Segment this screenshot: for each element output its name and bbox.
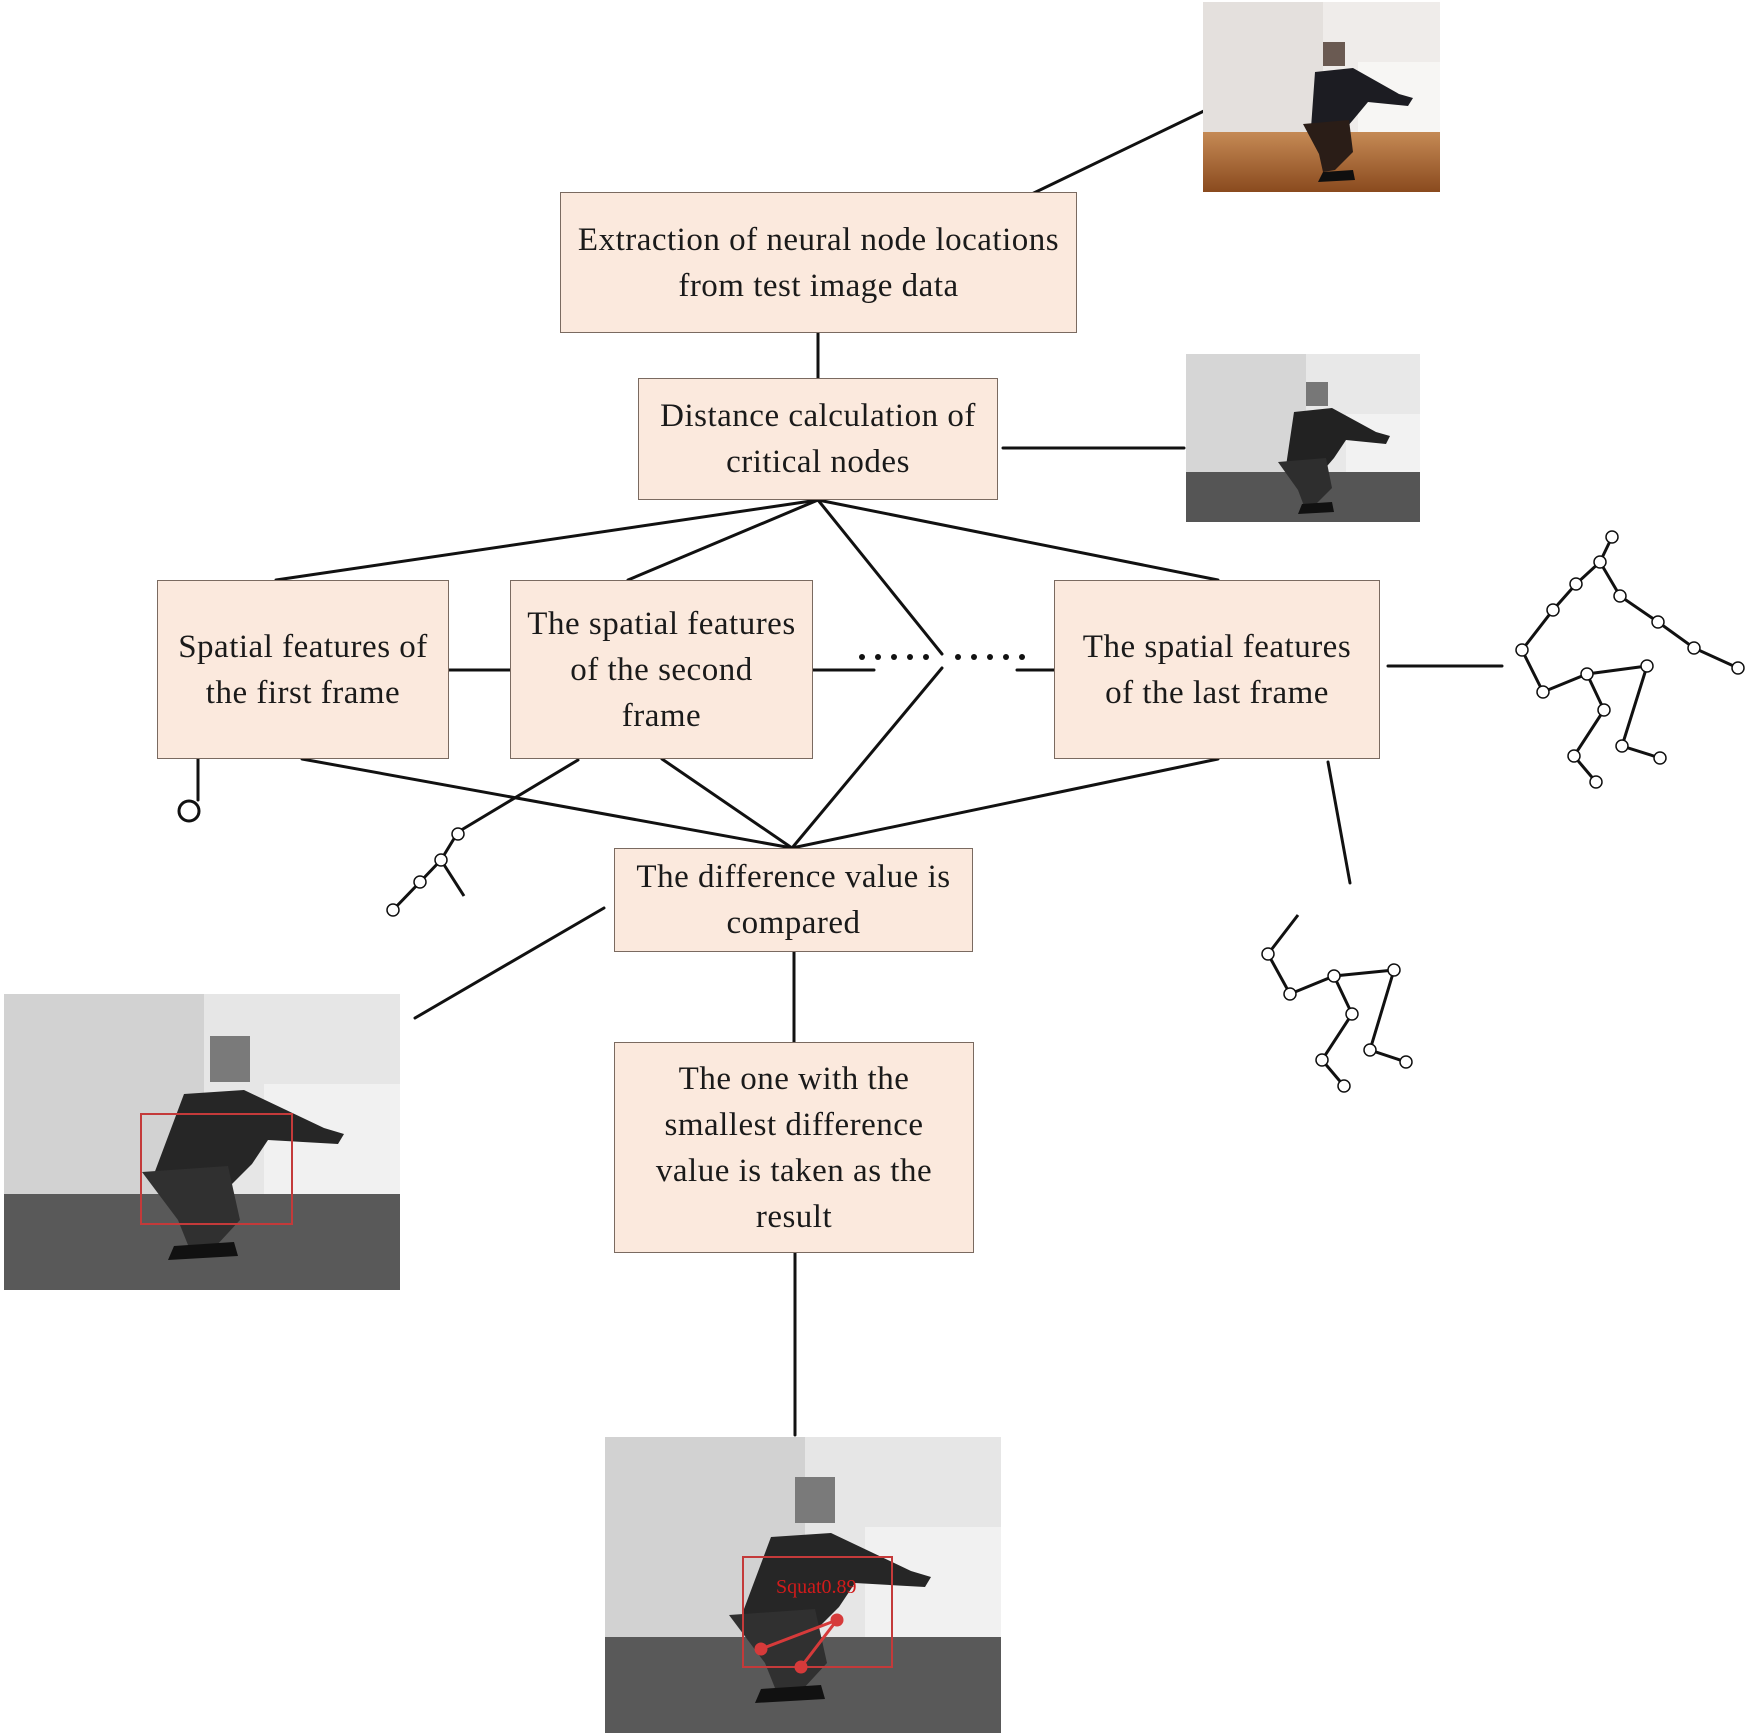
frame-last-box: The spatial features of the last frame bbox=[1054, 580, 1380, 759]
line-distance-last bbox=[816, 498, 1220, 582]
skeleton-fragment-icon bbox=[386, 827, 466, 917]
frame-first-box-text: Spatial features of the first frame bbox=[178, 628, 428, 711]
frame-first-box: Spatial features of the first frame bbox=[157, 580, 449, 759]
line-distance-dots bbox=[816, 498, 944, 656]
detection-label: Squat0.89 bbox=[776, 1576, 857, 1598]
frame-second-box: The spatial features of the second frame bbox=[510, 580, 813, 759]
line-distance-second bbox=[626, 498, 820, 582]
difference-box: The difference value is compared bbox=[614, 848, 973, 952]
distance-box: Distance calculation of critical nodes bbox=[638, 378, 998, 500]
frame-last-box-text: The spatial features of the last frame bbox=[1082, 628, 1352, 711]
skeleton-full-icon bbox=[1515, 530, 1745, 789]
ellipsis-dots bbox=[859, 654, 1025, 660]
squat-photo-gray bbox=[1186, 354, 1420, 522]
line-first-diff bbox=[300, 757, 794, 850]
result-box-text: The one with the smallest difference val… bbox=[655, 1060, 933, 1235]
line-dots-diff bbox=[790, 666, 944, 850]
stem-end-icon bbox=[177, 799, 201, 823]
line-diff-photo bbox=[413, 906, 606, 1020]
line-second-diff bbox=[660, 757, 794, 850]
frame-second-box-text: The spatial features of the second frame bbox=[527, 605, 796, 734]
squat-photo-detection bbox=[4, 994, 400, 1290]
skeleton-partial-icon bbox=[1261, 914, 1413, 1093]
difference-box-text: The difference value is compared bbox=[636, 859, 951, 941]
result-box: The one with the smallest difference val… bbox=[614, 1042, 974, 1253]
result-detection-box bbox=[742, 1556, 893, 1668]
line-last-fragment bbox=[1326, 760, 1352, 885]
distance-box-text: Distance calculation of critical nodes bbox=[660, 398, 976, 480]
squat-photo-color bbox=[1203, 2, 1440, 192]
line-last-diff bbox=[790, 757, 1220, 850]
squat-photo-result bbox=[605, 1437, 1001, 1733]
extraction-box: Extraction of neural node locations from… bbox=[560, 192, 1077, 333]
line-distance-first bbox=[274, 498, 820, 582]
detection-box bbox=[140, 1113, 293, 1225]
line-extraction-photo bbox=[1011, 108, 1208, 205]
extraction-box-text: Extraction of neural node locations from… bbox=[577, 221, 1060, 304]
line-second-stem bbox=[456, 758, 580, 834]
